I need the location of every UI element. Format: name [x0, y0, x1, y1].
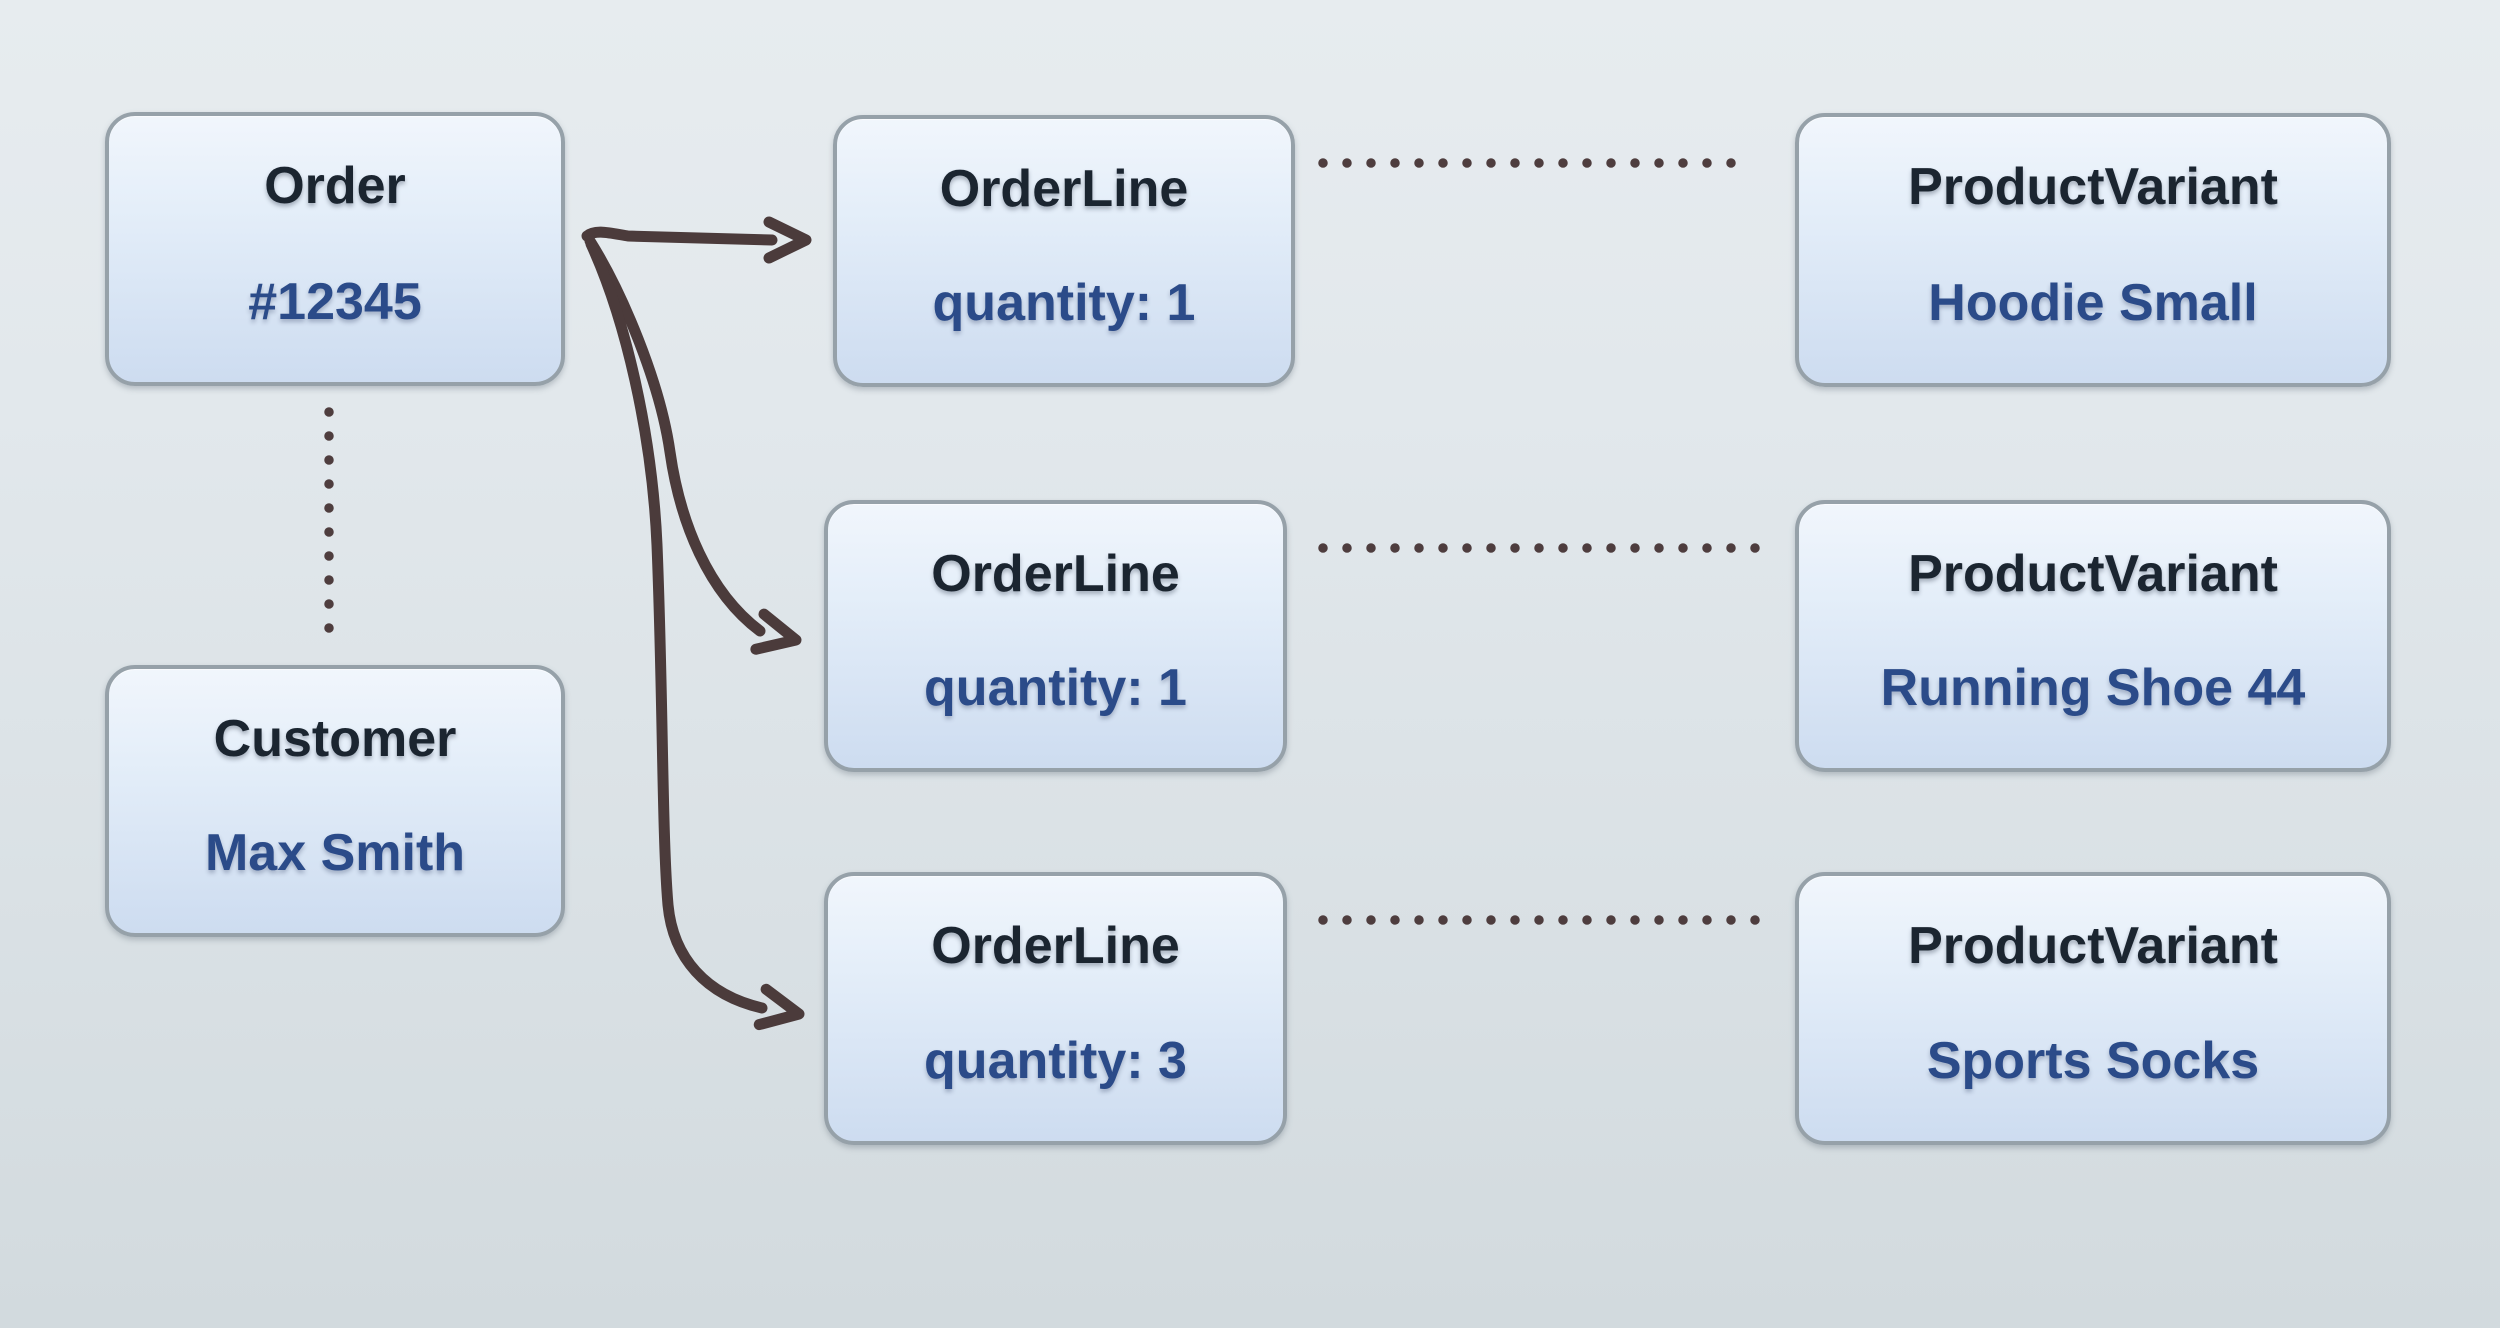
- node-orderline-1-title: OrderLine: [939, 160, 1189, 218]
- node-order-value: #12345: [248, 273, 422, 331]
- node-productvariant-1-title: ProductVariant: [1908, 158, 2278, 216]
- arrow-edge-order-orderline2: [584, 235, 766, 637]
- node-orderline-3-value: quantity: 3: [924, 1032, 1187, 1090]
- node-customer-value: Max Smith: [204, 824, 466, 882]
- node-productvariant-1: ProductVariant Hoodie Small: [1795, 113, 2391, 387]
- node-productvariant-2: ProductVariant Running Shoe 44: [1795, 500, 2391, 772]
- node-productvariant-3-value: Sports Socks: [1926, 1032, 2260, 1090]
- node-orderline-1: OrderLine quantity: 1: [833, 115, 1295, 387]
- node-productvariant-1-value: Hoodie Small: [1928, 274, 2258, 332]
- node-productvariant-2-value: Running Shoe 44: [1880, 659, 2306, 717]
- node-customer: Customer Max Smith: [105, 665, 565, 937]
- node-orderline-2: OrderLine quantity: 1: [824, 500, 1287, 772]
- arrow-edge-order-orderline3: [585, 238, 768, 1014]
- arrow-edge-order-orderline1: [581, 226, 778, 246]
- arrow-head-orderline3: [753, 983, 805, 1031]
- node-customer-title: Customer: [213, 710, 457, 768]
- node-order-title: Order: [264, 157, 406, 215]
- node-productvariant-3: ProductVariant Sports Socks: [1795, 872, 2391, 1145]
- node-orderline-2-value: quantity: 1: [924, 659, 1187, 717]
- node-orderline-1-value: quantity: 1: [932, 274, 1196, 332]
- node-orderline-3-title: OrderLine: [931, 917, 1180, 975]
- arrow-head-orderline2: [750, 608, 802, 655]
- node-order: Order #12345: [105, 112, 565, 386]
- node-orderline-2-title: OrderLine: [931, 545, 1180, 603]
- arrow-head-orderline1: [763, 216, 812, 264]
- node-productvariant-3-title: ProductVariant: [1908, 917, 2278, 975]
- node-productvariant-2-title: ProductVariant: [1908, 545, 2278, 603]
- node-orderline-3: OrderLine quantity: 3: [824, 872, 1287, 1145]
